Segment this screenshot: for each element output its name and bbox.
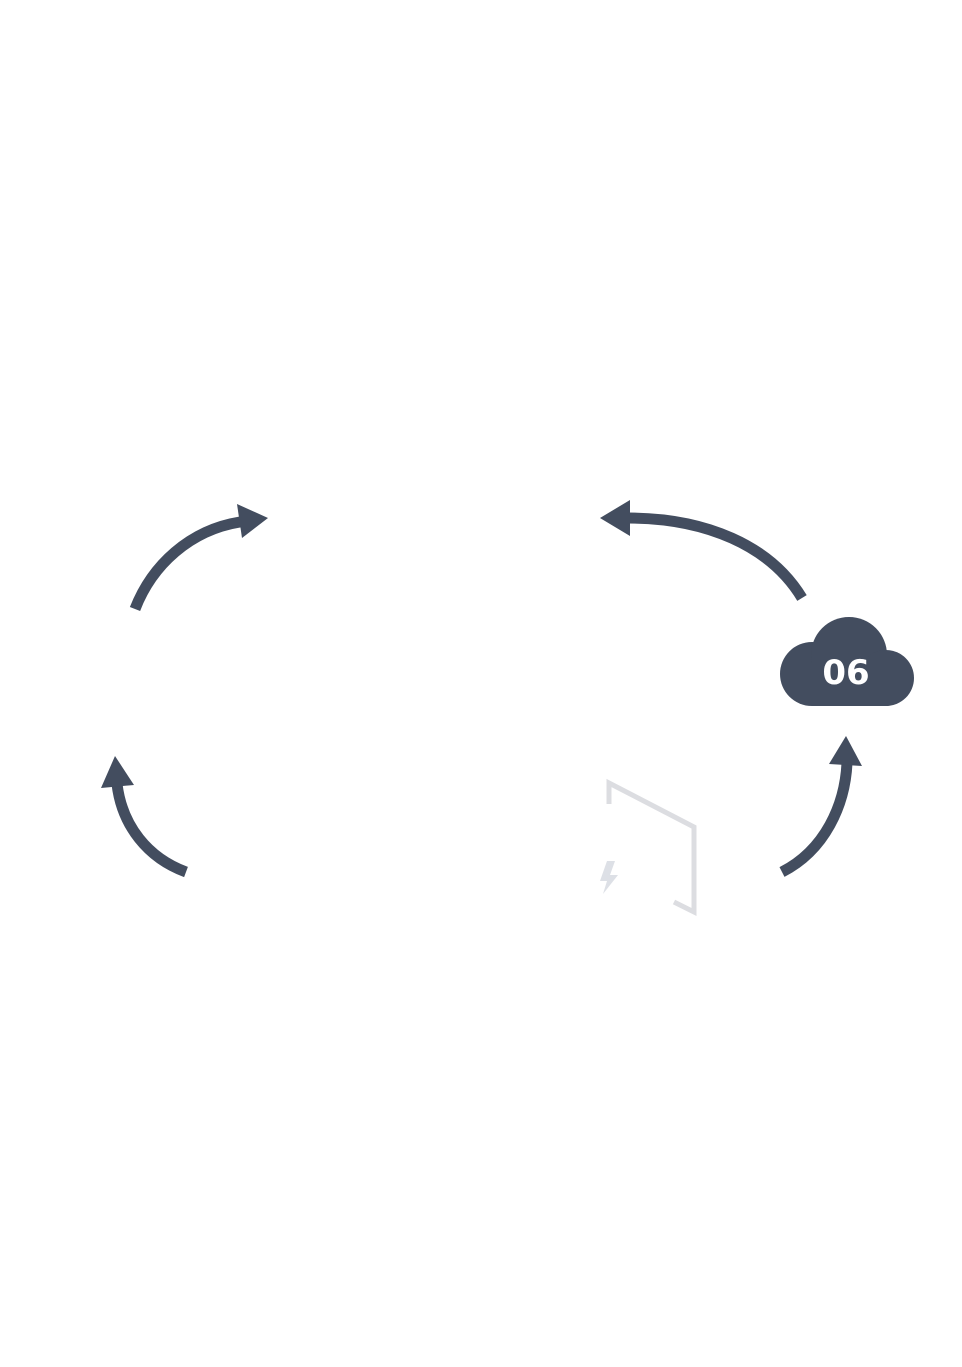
step-badge: 06 [780, 617, 914, 706]
bracket-outline-icon [606, 778, 697, 917]
arrow-shaft [129, 516, 241, 612]
arrow-shaft [779, 762, 853, 877]
arrow-head-icon [101, 756, 134, 788]
arrow-shaft [111, 783, 189, 878]
lightning-bolt-icon [600, 861, 618, 894]
cloud-icon [780, 617, 914, 706]
cycle-arrow-bottom-left [101, 756, 189, 878]
arrow-head-icon [829, 736, 862, 766]
cycle-arrow-top-left [129, 504, 268, 612]
cycle-arrow-top-right [600, 500, 807, 601]
step-number: 06 [822, 653, 869, 693]
arrow-head-icon [237, 504, 268, 538]
arrow-shaft [627, 512, 807, 601]
cycle-arrow-bottom-right [779, 736, 862, 877]
arrow-head-icon [600, 500, 630, 536]
